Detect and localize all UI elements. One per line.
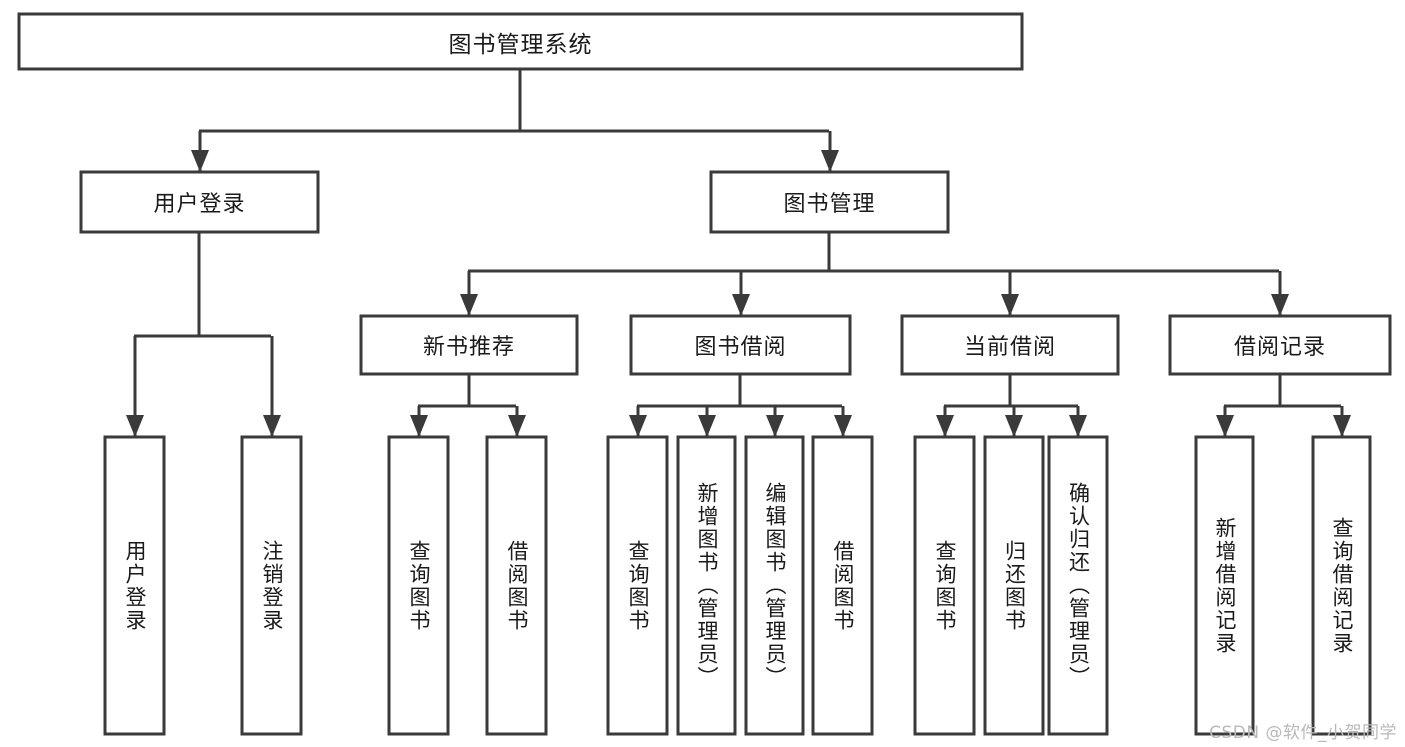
arrow-head-icon <box>191 150 209 172</box>
node-box-layer <box>17 12 1392 736</box>
node-box-leaf-edit-book[interactable] <box>744 435 805 736</box>
node-box-root[interactable] <box>17 12 1024 71</box>
arrow-head-icon <box>410 415 428 437</box>
node-box-leaf-confirm-return[interactable] <box>1047 435 1109 736</box>
node-box-user-login[interactable] <box>79 170 320 234</box>
arrow-head-icon <box>698 415 716 437</box>
arrow-head-icon <box>1001 294 1019 316</box>
node-box-current-borrow[interactable] <box>900 314 1120 376</box>
arrow-head-icon <box>126 415 144 437</box>
arrow-head-icon <box>263 415 281 437</box>
node-box-borrow-record[interactable] <box>1168 314 1392 376</box>
node-box-new-book-rec[interactable] <box>359 314 579 376</box>
arrow-head-icon <box>936 415 954 437</box>
node-box-leaf-query-book-3[interactable] <box>913 435 976 736</box>
arrow-head-icon <box>460 294 478 316</box>
arrow-head-icon <box>821 150 839 172</box>
arrow-head-icon <box>834 415 852 437</box>
node-box-leaf-logout[interactable] <box>240 435 303 736</box>
node-box-leaf-query-book-2[interactable] <box>606 435 669 736</box>
arrow-head-icon <box>732 294 750 316</box>
arrow-head-icon <box>629 415 647 437</box>
connector-layer <box>126 69 1351 437</box>
arrow-head-icon <box>1069 415 1087 437</box>
node-box-leaf-add-record[interactable] <box>1194 435 1255 736</box>
arrow-head-icon <box>1333 415 1351 437</box>
node-box-book-borrow[interactable] <box>629 314 852 376</box>
node-box-leaf-user-login[interactable] <box>103 435 166 736</box>
node-box-leaf-query-record[interactable] <box>1311 435 1372 736</box>
node-box-leaf-query-book-1[interactable] <box>387 435 450 736</box>
arrow-head-icon <box>1271 294 1289 316</box>
node-box-leaf-add-book[interactable] <box>676 435 737 736</box>
node-box-book-manage[interactable] <box>709 170 950 234</box>
arrow-head-icon <box>1216 415 1234 437</box>
arrow-head-icon <box>766 415 784 437</box>
arrow-head-icon <box>1005 415 1023 437</box>
node-box-leaf-borrow-book-1[interactable] <box>485 435 548 736</box>
node-box-leaf-return-book[interactable] <box>983 435 1045 736</box>
node-box-leaf-borrow-book-2[interactable] <box>811 435 874 736</box>
arrow-head-icon <box>508 415 526 437</box>
